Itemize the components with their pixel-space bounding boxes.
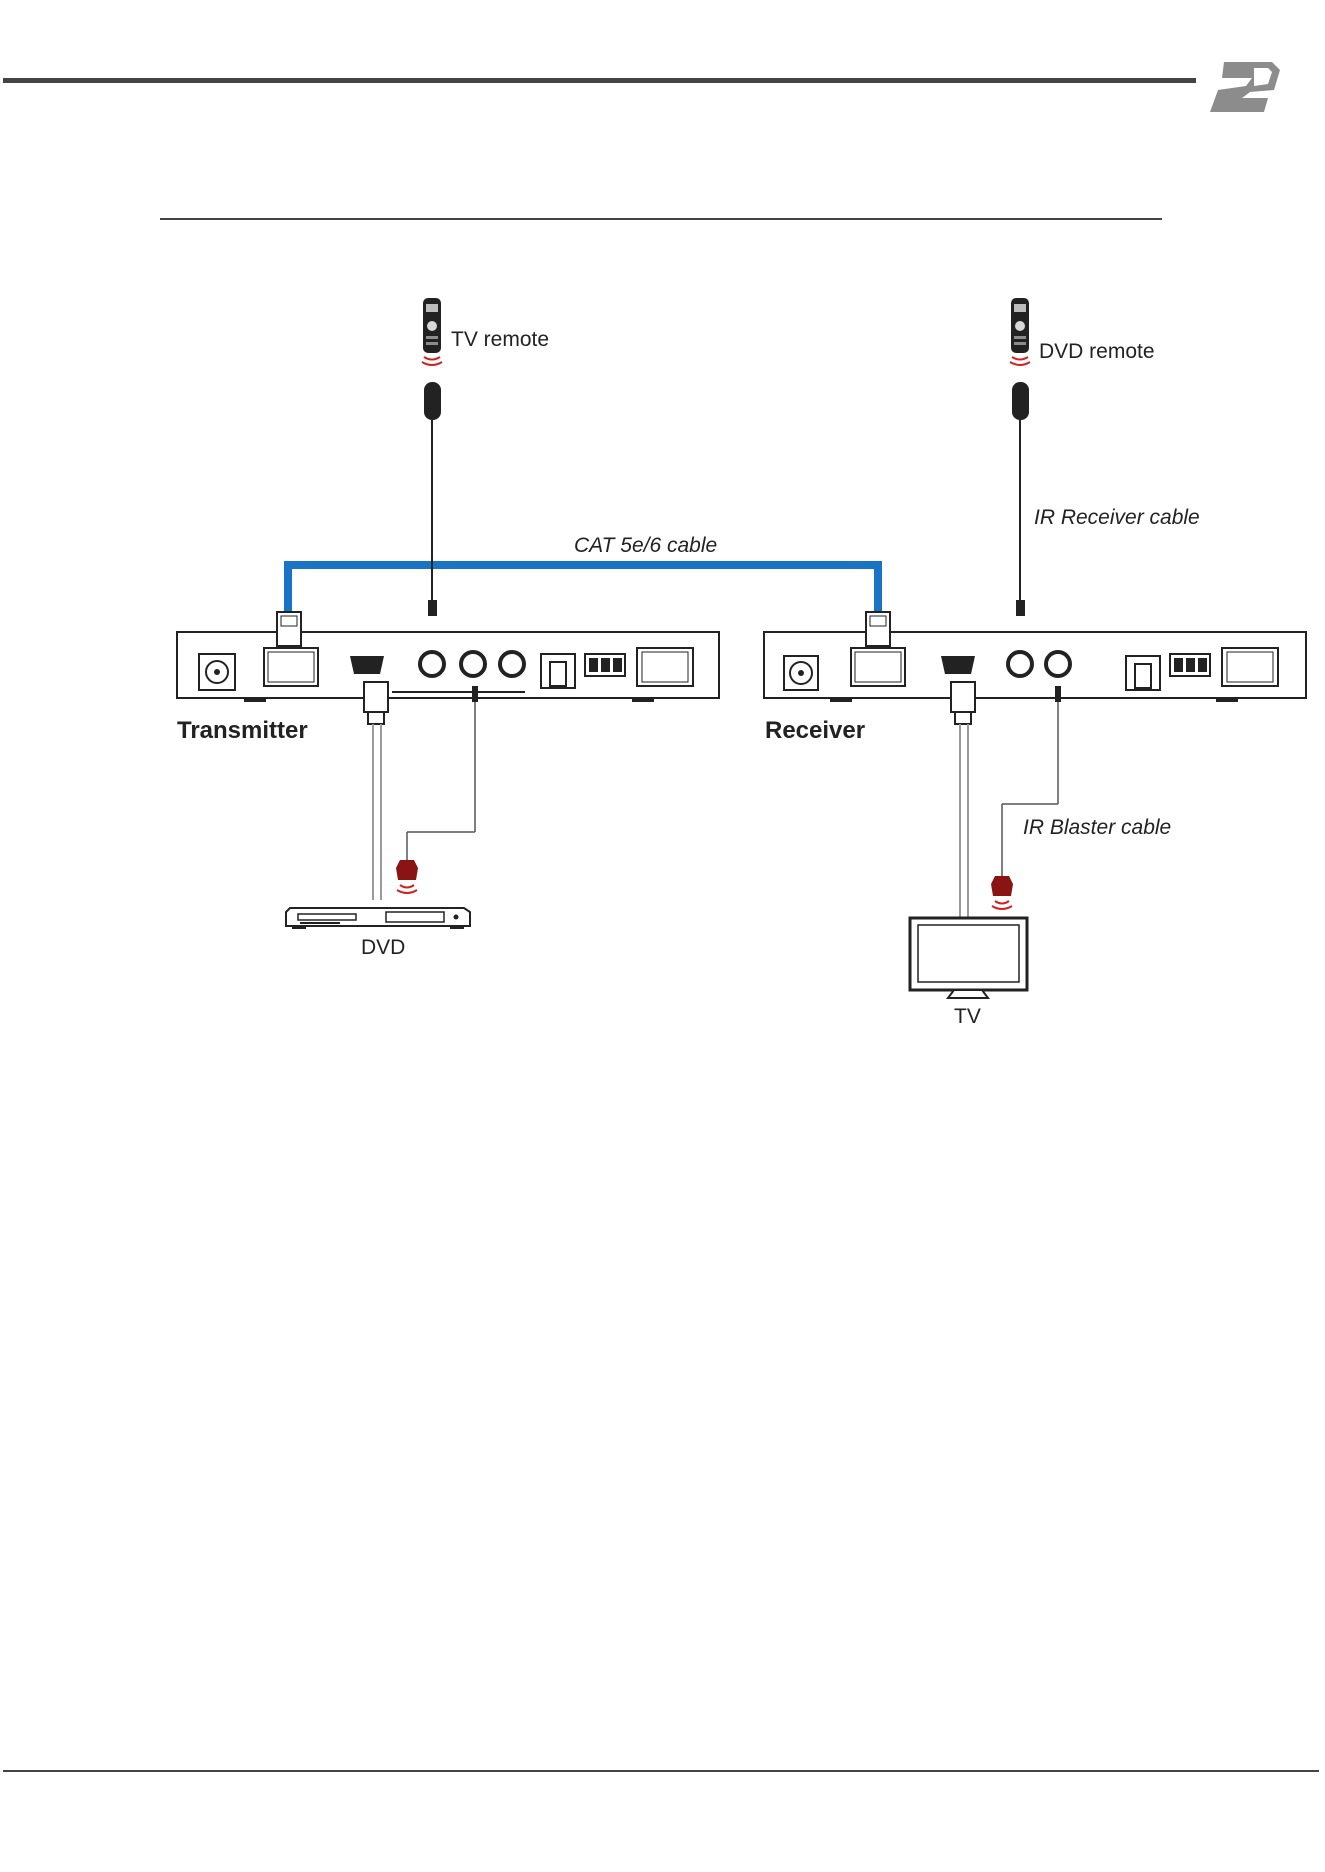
ir-blaster-cable-line bbox=[1002, 686, 1061, 876]
section-rule bbox=[160, 218, 1162, 220]
hdmi-plug-icon bbox=[951, 682, 975, 918]
ir-blaster-cable-label: IR Blaster cable bbox=[1023, 816, 1171, 839]
ir-blaster-emitter-icon bbox=[991, 876, 1013, 909]
hdmi-plug-icon bbox=[364, 682, 388, 900]
dvd-remote-label: DVD remote bbox=[1039, 340, 1155, 363]
dvd-remote-icon bbox=[1010, 298, 1030, 365]
transmitter-unit bbox=[177, 632, 719, 702]
dvd-player-icon bbox=[286, 908, 470, 929]
ir-blaster-cable-line bbox=[407, 686, 478, 860]
ir-receiver-probe-icon bbox=[424, 382, 441, 616]
tv-remote-label: TV remote bbox=[451, 328, 549, 351]
tv-remote-icon bbox=[422, 298, 442, 365]
bzb-logo-icon bbox=[1210, 62, 1280, 112]
transmitter-label: Transmitter bbox=[177, 717, 308, 744]
ir-receiver-probe-icon bbox=[1012, 382, 1029, 616]
tv-label: TV bbox=[954, 1005, 981, 1028]
ir-receiver-cable-label: IR Receiver cable bbox=[1034, 506, 1200, 529]
tv-monitor-icon bbox=[910, 918, 1027, 998]
cat-cable-label: CAT 5e/6 cable bbox=[574, 534, 717, 557]
dvd-label: DVD bbox=[361, 936, 405, 959]
ir-blaster-emitter-icon bbox=[396, 860, 418, 893]
footer-rule bbox=[3, 1770, 1319, 1772]
receiver-label: Receiver bbox=[765, 717, 865, 744]
header-rule bbox=[3, 78, 1196, 83]
receiver-unit bbox=[764, 632, 1306, 702]
cat-cable-line bbox=[288, 565, 878, 614]
rj45-plug-icon bbox=[866, 612, 890, 646]
rj45-plug-icon bbox=[277, 612, 301, 646]
